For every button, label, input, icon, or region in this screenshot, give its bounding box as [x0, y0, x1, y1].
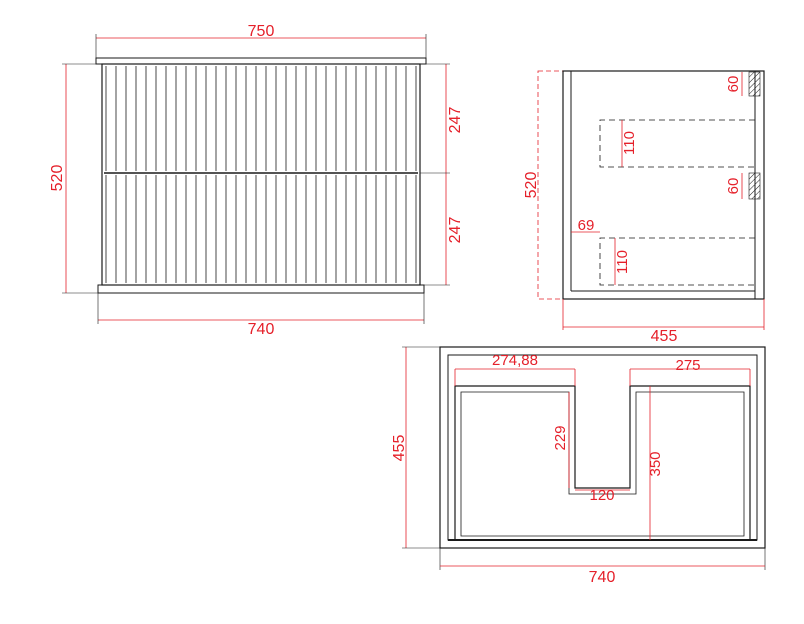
front-cabinet-body [101, 63, 421, 286]
front-fluted-panel [105, 66, 417, 283]
plan-drawer-box [454, 385, 751, 541]
plan-inner-frame [447, 354, 758, 541]
label-750: 750 [248, 23, 275, 40]
dim-plan-depth: 455 [391, 346, 440, 549]
label-247-bottom: 247 [447, 217, 464, 244]
label-520-front: 520 [49, 165, 66, 192]
plan-outer-frame [439, 346, 766, 549]
label-274-88: 274,88 [492, 352, 538, 369]
front-top-slab [95, 57, 427, 65]
front-view: 750 740 520 247 247 [49, 23, 464, 338]
label-455-plan: 455 [391, 435, 408, 462]
label-455-side: 455 [651, 328, 678, 345]
side-front-dashed-outline [537, 70, 564, 300]
label-520-side: 520 [523, 172, 540, 199]
label-110-top: 110 [621, 131, 638, 155]
front-plinth [97, 284, 425, 294]
side-handle-bottom [748, 172, 761, 200]
label-120: 120 [589, 487, 614, 504]
label-275: 275 [675, 357, 700, 374]
plan-drawer-box-inner [460, 391, 745, 537]
dim-front-bottom-width: 740 [97, 293, 425, 338]
side-view: 60 60 110 110 69 520 455 [523, 70, 765, 345]
label-69: 69 [578, 217, 595, 234]
dim-front-height: 520 [49, 63, 102, 294]
side-panel [562, 70, 765, 300]
dim-plan-width: 740 [439, 548, 766, 586]
dim-side-depth: 455 [562, 299, 765, 345]
label-110-bottom: 110 [614, 250, 631, 274]
side-handle-top [748, 71, 761, 97]
dim-front-drawer-heights: 247 247 [420, 63, 464, 286]
label-60-bottom: 60 [725, 178, 742, 195]
label-229: 229 [552, 425, 569, 450]
dim-front-top-width: 750 [95, 23, 427, 58]
plan-view: 274,88 275 229 120 350 455 740 [391, 346, 766, 586]
label-247-top: 247 [447, 107, 464, 134]
label-350: 350 [647, 451, 664, 476]
label-740-plan: 740 [589, 569, 616, 586]
label-60-top: 60 [725, 76, 742, 93]
label-740-front: 740 [248, 321, 275, 338]
